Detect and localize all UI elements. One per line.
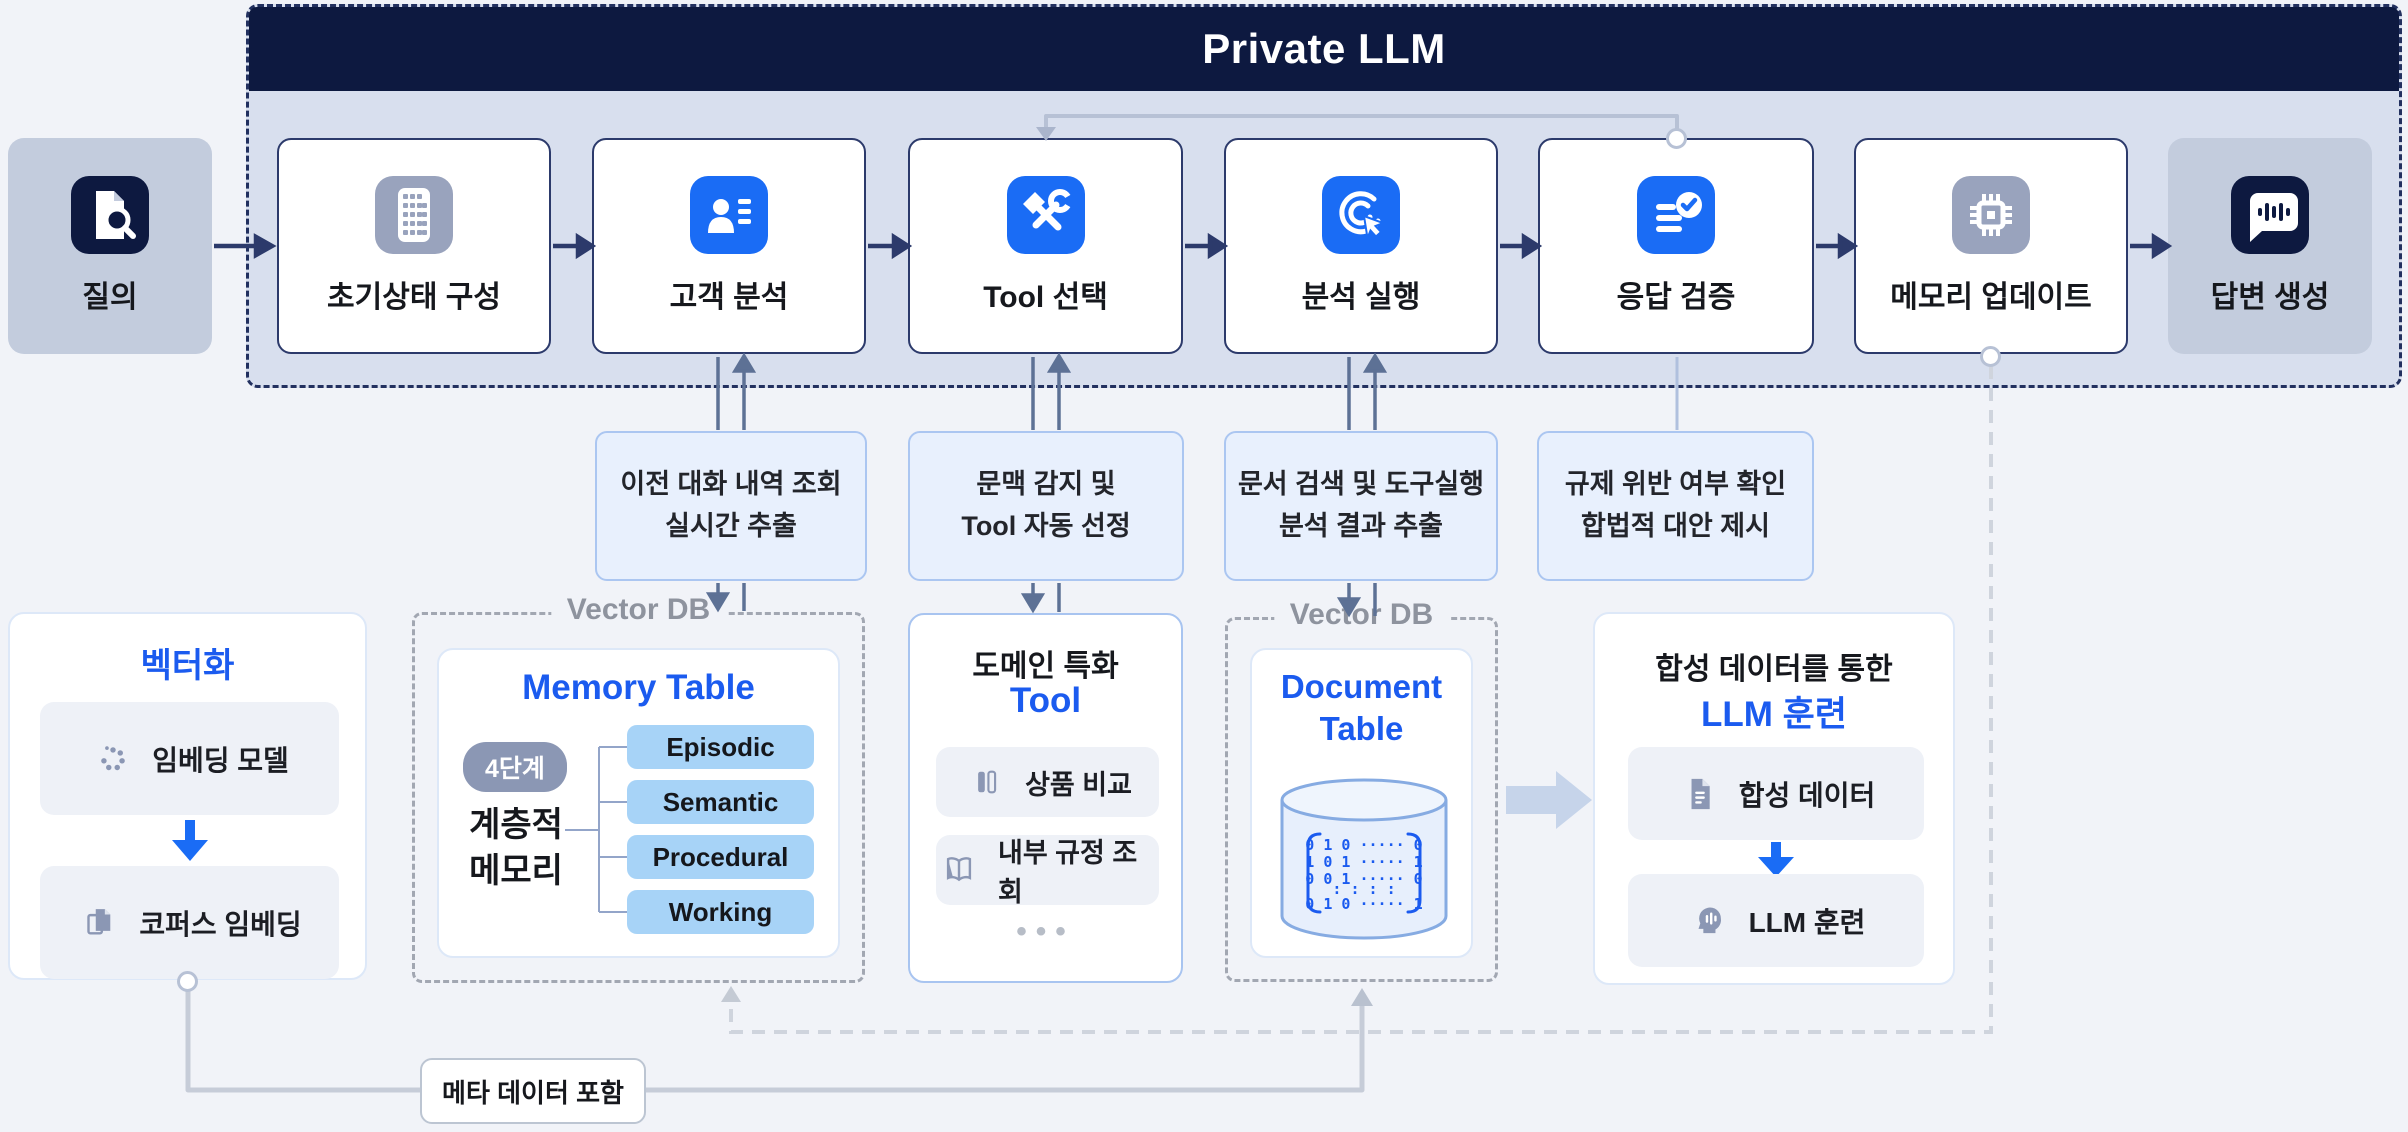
annotation-line: 이전 대화 내역 조회 (620, 469, 842, 500)
matrix-row: 1 0 1 ····· 1 (1305, 853, 1422, 871)
matrix-row: 0 1 0 ····· 0 (1305, 836, 1422, 854)
db-to-training-arrow (1506, 771, 1592, 829)
metadata-label-box: 메타 데이터 포함 (420, 1058, 646, 1124)
metadata-path (185, 988, 1373, 1093)
synthetic-data-item: 합성 데이터 (1628, 747, 1924, 840)
embedding-dots-icon (101, 745, 126, 770)
memory-table-card: Memory Table 4단계 계층적 메모리 Episodic Semant… (437, 648, 840, 958)
more-tools-ellipsis: ••• (1016, 915, 1075, 948)
tools-icon (1006, 176, 1085, 254)
flow-step-label: 초기상태 구성 (327, 281, 501, 314)
document-check-icon (1637, 176, 1715, 254)
chip-icon (1952, 176, 2030, 254)
annotation-line: 문맥 감지 및 (976, 469, 1116, 500)
flow-input-query: 질의 (8, 138, 212, 354)
document-lines-icon (1691, 778, 1710, 809)
memory-item-semantic: Semantic (627, 780, 814, 824)
memory-table-title: Memory Table (522, 668, 755, 707)
vectorize-ring-connector (177, 971, 198, 992)
annotation-doc-search: 문서 검색 및 도구실행 분석 결과 추출 (1224, 431, 1498, 581)
title-line: Table (1319, 710, 1404, 747)
flow-output-label: 답변 생성 (2210, 281, 2330, 314)
annotation-line: 실시간 추출 (665, 511, 797, 541)
private-llm-header: Private LLM (249, 7, 2399, 91)
item-label: 합성 데이터 (1738, 779, 1876, 811)
flow-output-answer: 답변 생성 (2168, 138, 2372, 354)
feedback-ring-connector (1666, 128, 1687, 149)
matrix-row: 0 1 0 ····· 1 (1305, 895, 1422, 913)
embedding-model-item: 임베딩 모델 (40, 702, 339, 815)
grid-icon (375, 176, 453, 254)
item-label: 상품 비교 (1025, 769, 1132, 800)
document-search-icon (71, 176, 149, 254)
item-label: 코퍼스 임베딩 (139, 908, 302, 940)
product-compare-item: 상품 비교 (936, 747, 1159, 817)
annotation-regulation-check: 규제 위반 여부 확인 합법적 대안 제시 (1537, 431, 1814, 581)
synthetic-training-card: 합성 데이터를 통한 LLM 훈련 합성 데이터 LLM 훈련 (1593, 612, 1955, 985)
item-label: 내부 규정 조회 (998, 838, 1138, 907)
document-table-title: Document Table (1252, 666, 1471, 750)
memory-update-ring-connector (1980, 346, 2001, 367)
item-label: 임베딩 모델 (152, 744, 289, 776)
vector-db-label: Vector DB (550, 593, 727, 627)
flow-step-label: Tool 선택 (983, 281, 1108, 314)
down-arrow-icon (172, 820, 208, 861)
hierarchical-memory-label: 계층적 메모리 (455, 802, 577, 894)
vectorize-title: 벡터화 (140, 647, 235, 685)
annotation-line: Tool 자동 선정 (961, 511, 1131, 541)
annotation-context-detect: 문맥 감지 및 Tool 자동 선정 (908, 431, 1184, 581)
head-voice-icon (1698, 907, 1721, 933)
annotation-history-lookup: 이전 대화 내역 조회 실시간 추출 (595, 431, 867, 581)
target-cursor-icon (1322, 176, 1400, 254)
customer-profile-icon (690, 176, 768, 254)
compare-columns-icon (978, 770, 997, 794)
annotation-line: 분석 결과 추출 (1278, 511, 1444, 541)
llm-training-item: LLM 훈련 (1628, 874, 1924, 967)
speech-wave-icon (2231, 176, 2309, 254)
memory-item-episodic: Episodic (627, 725, 814, 769)
flow-step-label: 분석 실행 (1301, 281, 1421, 314)
database-cylinder-icon: 0 1 0 ····· 0 1 0 1 ····· 1 0 0 1 ····· … (1280, 778, 1448, 940)
annotation-line: 합법적 대안 제시 (1581, 511, 1770, 541)
memory-stage-badge: 4단계 (463, 742, 567, 792)
documents-icon (87, 908, 111, 934)
flow-step-label: 고객 분석 (669, 281, 789, 314)
flow-step-initial-state: 초기상태 구성 (277, 138, 551, 354)
flow-step-response-verify: 응답 검증 (1538, 138, 1814, 354)
memory-item-procedural: Procedural (627, 835, 814, 879)
document-table-card: Document Table 0 1 0 ····· 0 1 0 1 ·····… (1250, 648, 1473, 958)
domain-tool-title-1: 도메인 특화 (972, 650, 1119, 683)
vector-db-label: Vector DB (1273, 598, 1450, 632)
vectorize-card: 벡터화 임베딩 모델 코퍼스 임베딩 (8, 612, 367, 980)
flow-step-label: 메모리 업데이트 (1890, 281, 2092, 314)
book-icon (946, 857, 972, 882)
flow-step-memory-update: 메모리 업데이트 (1854, 138, 2128, 354)
training-title-2: LLM 훈련 (1700, 695, 1848, 734)
domain-tool-title-2: Tool (1009, 681, 1082, 720)
metadata-label: 메타 데이터 포함 (442, 1077, 624, 1108)
flow-step-label: 응답 검증 (1616, 281, 1736, 314)
flow-step-tool-select: Tool 선택 (908, 138, 1183, 354)
training-title-1: 합성 데이터를 통한 (1655, 653, 1893, 686)
down-arrow-icon (1758, 842, 1794, 877)
annotation-line: 문서 검색 및 도구실행 (1237, 469, 1485, 500)
hier-line: 메모리 (469, 852, 563, 890)
flow-step-run-analysis: 분석 실행 (1224, 138, 1498, 354)
corpus-embedding-item: 코퍼스 임베딩 (40, 866, 339, 979)
flow-step-customer-analysis: 고객 분석 (592, 138, 866, 354)
item-label: LLM 훈련 (1748, 906, 1866, 938)
title-line: Document (1280, 668, 1443, 705)
flow-input-label: 질의 (82, 281, 138, 314)
hier-line: 계층적 (469, 806, 563, 844)
private-llm-title: Private LLM (1202, 25, 1446, 72)
internal-rules-item: 내부 규정 조회 (936, 835, 1159, 907)
memory-tree-lines (565, 746, 627, 913)
annotation-line: 규제 위반 여부 확인 (1564, 469, 1787, 500)
domain-tool-card: 도메인 특화 Tool 상품 비교 내부 규정 조회 ••• (908, 613, 1183, 983)
memory-item-working: Working (627, 890, 814, 934)
